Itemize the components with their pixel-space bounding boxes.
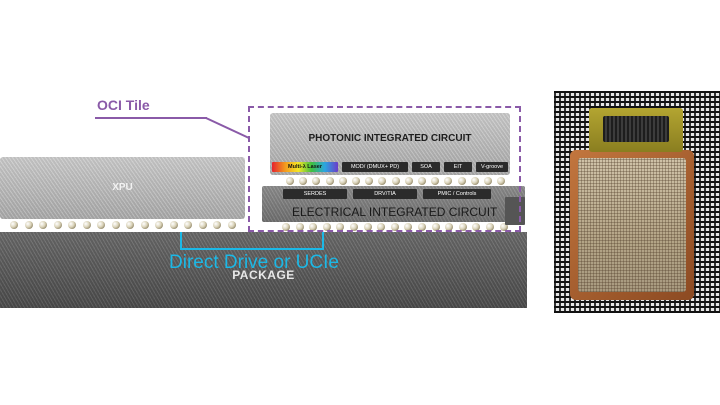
solder-bump xyxy=(68,221,76,229)
package-label: PACKAGE xyxy=(232,268,295,282)
solder-bump xyxy=(299,177,308,185)
pic-component-v-groove: V-groove xyxy=(476,162,508,172)
solder-bump xyxy=(10,221,18,229)
solder-bump xyxy=(378,177,387,185)
solder-bump xyxy=(445,223,454,231)
solder-bump xyxy=(322,223,331,231)
solder-bump xyxy=(472,223,481,231)
solder-bump xyxy=(184,221,192,229)
solder-bump xyxy=(39,221,47,229)
solder-bump xyxy=(431,177,440,185)
solder-bump xyxy=(404,177,413,185)
solder-bump xyxy=(53,221,62,229)
solder-bump xyxy=(352,177,360,185)
eic-label: ELECTRICAL INTEGRATED CIRCUIT xyxy=(292,205,498,219)
solder-bump xyxy=(365,177,374,185)
solder-bump xyxy=(286,177,294,185)
pic-solder-bumps xyxy=(286,177,506,187)
xpu-die xyxy=(0,157,245,219)
solder-bump xyxy=(431,223,440,231)
direct-drive-label: Direct Drive or UCIe xyxy=(169,252,339,273)
oci-tile-label: OCI Tile xyxy=(97,97,150,113)
solder-bump xyxy=(295,223,304,231)
solder-bump xyxy=(155,221,163,229)
solder-bump xyxy=(418,177,426,185)
solder-bump xyxy=(470,177,479,185)
solder-bump xyxy=(484,177,492,185)
solder-bump xyxy=(336,223,345,231)
package-substrate xyxy=(0,232,527,308)
solder-bump xyxy=(444,177,453,185)
solder-bump xyxy=(309,223,318,231)
oci-tile-leader-line xyxy=(95,117,207,119)
solder-bump xyxy=(486,223,494,231)
pic-label: PHOTONIC INTEGRATED CIRCUIT xyxy=(308,133,472,144)
oci-package-diagram: PACKAGE XPU ELECTRICAL INTEGRATED CIRCUI… xyxy=(0,97,527,308)
eic-component-drv-tia: DRV/TIA xyxy=(353,189,417,199)
solder-bump xyxy=(213,221,221,229)
solder-bump xyxy=(458,223,467,231)
xpu-label: XPU xyxy=(112,182,133,193)
solder-bump xyxy=(312,177,321,185)
eic-component-pmic: PMIC / Controls xyxy=(423,189,491,199)
solder-bump xyxy=(404,223,413,231)
solder-bump xyxy=(169,221,178,229)
solder-bump xyxy=(391,177,400,185)
solder-bump xyxy=(363,223,372,231)
solder-bump xyxy=(457,177,466,185)
solder-bump xyxy=(126,221,134,229)
xpu-solder-bumps xyxy=(10,221,242,231)
solder-bump xyxy=(499,223,508,231)
solder-bump xyxy=(198,221,207,229)
solder-bump xyxy=(418,223,426,231)
solder-bump xyxy=(325,177,334,185)
direct-drive-bracket xyxy=(180,232,324,250)
oci-tile-boundary xyxy=(248,106,521,232)
solder-bump xyxy=(111,221,120,229)
pic-component-eit: EIT xyxy=(444,162,472,172)
oci-tile-leader-diagonal xyxy=(205,117,250,139)
solder-bump xyxy=(282,223,290,231)
solder-bump xyxy=(350,223,358,231)
solder-bump xyxy=(338,177,347,185)
eic-component-serdes: SERDES xyxy=(283,189,347,199)
solder-bump xyxy=(24,221,33,229)
fiber-connector-photo xyxy=(603,116,669,142)
pic-component-modulator: MOD/ (DMUX+ PD) xyxy=(342,162,408,172)
solder-bump xyxy=(140,221,149,229)
module-die-array-photo xyxy=(578,158,686,292)
solder-bump xyxy=(497,177,506,185)
solder-bump xyxy=(377,223,386,231)
solder-bump xyxy=(82,221,91,229)
solder-bump xyxy=(390,223,399,231)
solder-bump xyxy=(97,221,105,229)
pic-component-soa: SOA xyxy=(412,162,440,172)
eic-solder-bumps xyxy=(282,223,512,233)
pic-component-laser: Multi-λ Laser xyxy=(272,162,338,172)
solder-bump xyxy=(227,221,236,229)
